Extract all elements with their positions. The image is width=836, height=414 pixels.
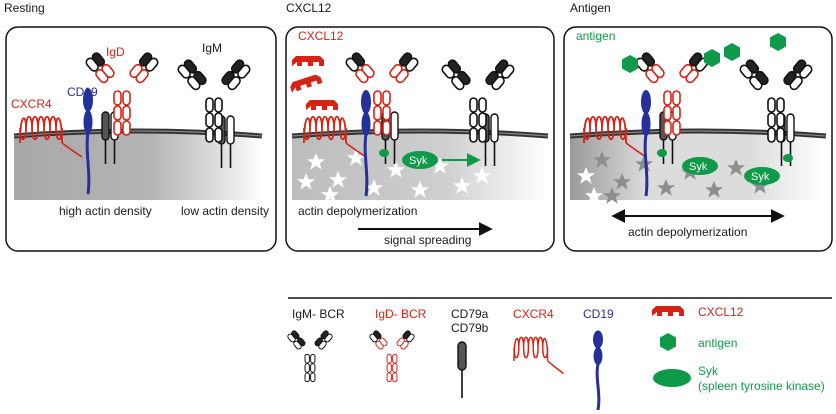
syk-small-cxcl12 [379, 149, 389, 157]
label-cd19: CD19 [67, 85, 98, 99]
legend-syk-full-label: (spleen tyrosine kinase) [698, 379, 825, 393]
label-antigen: antigen [576, 29, 615, 43]
panel-resting-title: Resting [4, 1, 45, 15]
panel-antigen-title: Antigen [570, 1, 611, 15]
label-low-actin: low actin density [181, 204, 269, 218]
label-syk-cxcl12: Syk [409, 155, 428, 167]
membrane-cxcl12-inner [291, 130, 549, 137]
label-signal-spreading: signal spreading [384, 233, 471, 247]
legend-igd-bcr-icon [368, 329, 416, 383]
label-cxcl12: CXCL12 [298, 29, 344, 43]
legend-antigen-icon [660, 333, 676, 351]
legend-cxcl12-label: CXCL12 [698, 305, 744, 319]
legend-cd79-icon [457, 341, 467, 399]
legend-cxcr4-label: CXCR4 [513, 307, 554, 321]
label-cxcr4: CXCR4 [11, 97, 52, 111]
label-actin-depoly-cxcl12: actin depolymerization [298, 204, 417, 218]
legend-cxcl12-icon [652, 306, 684, 316]
legend-cd19-icon [591, 329, 605, 412]
syk-antigen-1 [682, 157, 718, 175]
syk-small-antigen-2 [783, 154, 793, 162]
legend-igd-bcr-label: IgD- BCR [375, 307, 427, 321]
label-high-actin: high actin density [59, 204, 152, 218]
label-actin-depoly-antigen: actin depolymerization [628, 225, 747, 239]
legend-igm-bcr-label: IgM- BCR [292, 307, 345, 321]
legend-syk-label: Syk [698, 364, 719, 378]
legend-igm-bcr-icon [286, 329, 334, 383]
legend-cd79b-label: CD79b [451, 321, 489, 335]
legend-cd79a-label: CD79a [451, 307, 489, 321]
legend-cxcr4-icon [513, 336, 565, 375]
legend-cd19-label: CD19 [583, 307, 614, 321]
label-syk-antigen-2: Syk [751, 171, 770, 183]
label-igm: IgM [202, 41, 222, 55]
panel-cxcl12-title: CXCL12 [286, 1, 332, 15]
syk-cxcl12 [402, 151, 438, 169]
actin-cortex-resting [14, 133, 262, 200]
legend-antigen-label: antigen [698, 336, 737, 350]
syk-small-antigen-1 [657, 149, 667, 157]
label-syk-antigen-1: Syk [689, 161, 708, 173]
label-igd: IgD [106, 45, 125, 59]
legend-syk-icon [653, 369, 691, 387]
syk-antigen-2 [744, 167, 780, 185]
